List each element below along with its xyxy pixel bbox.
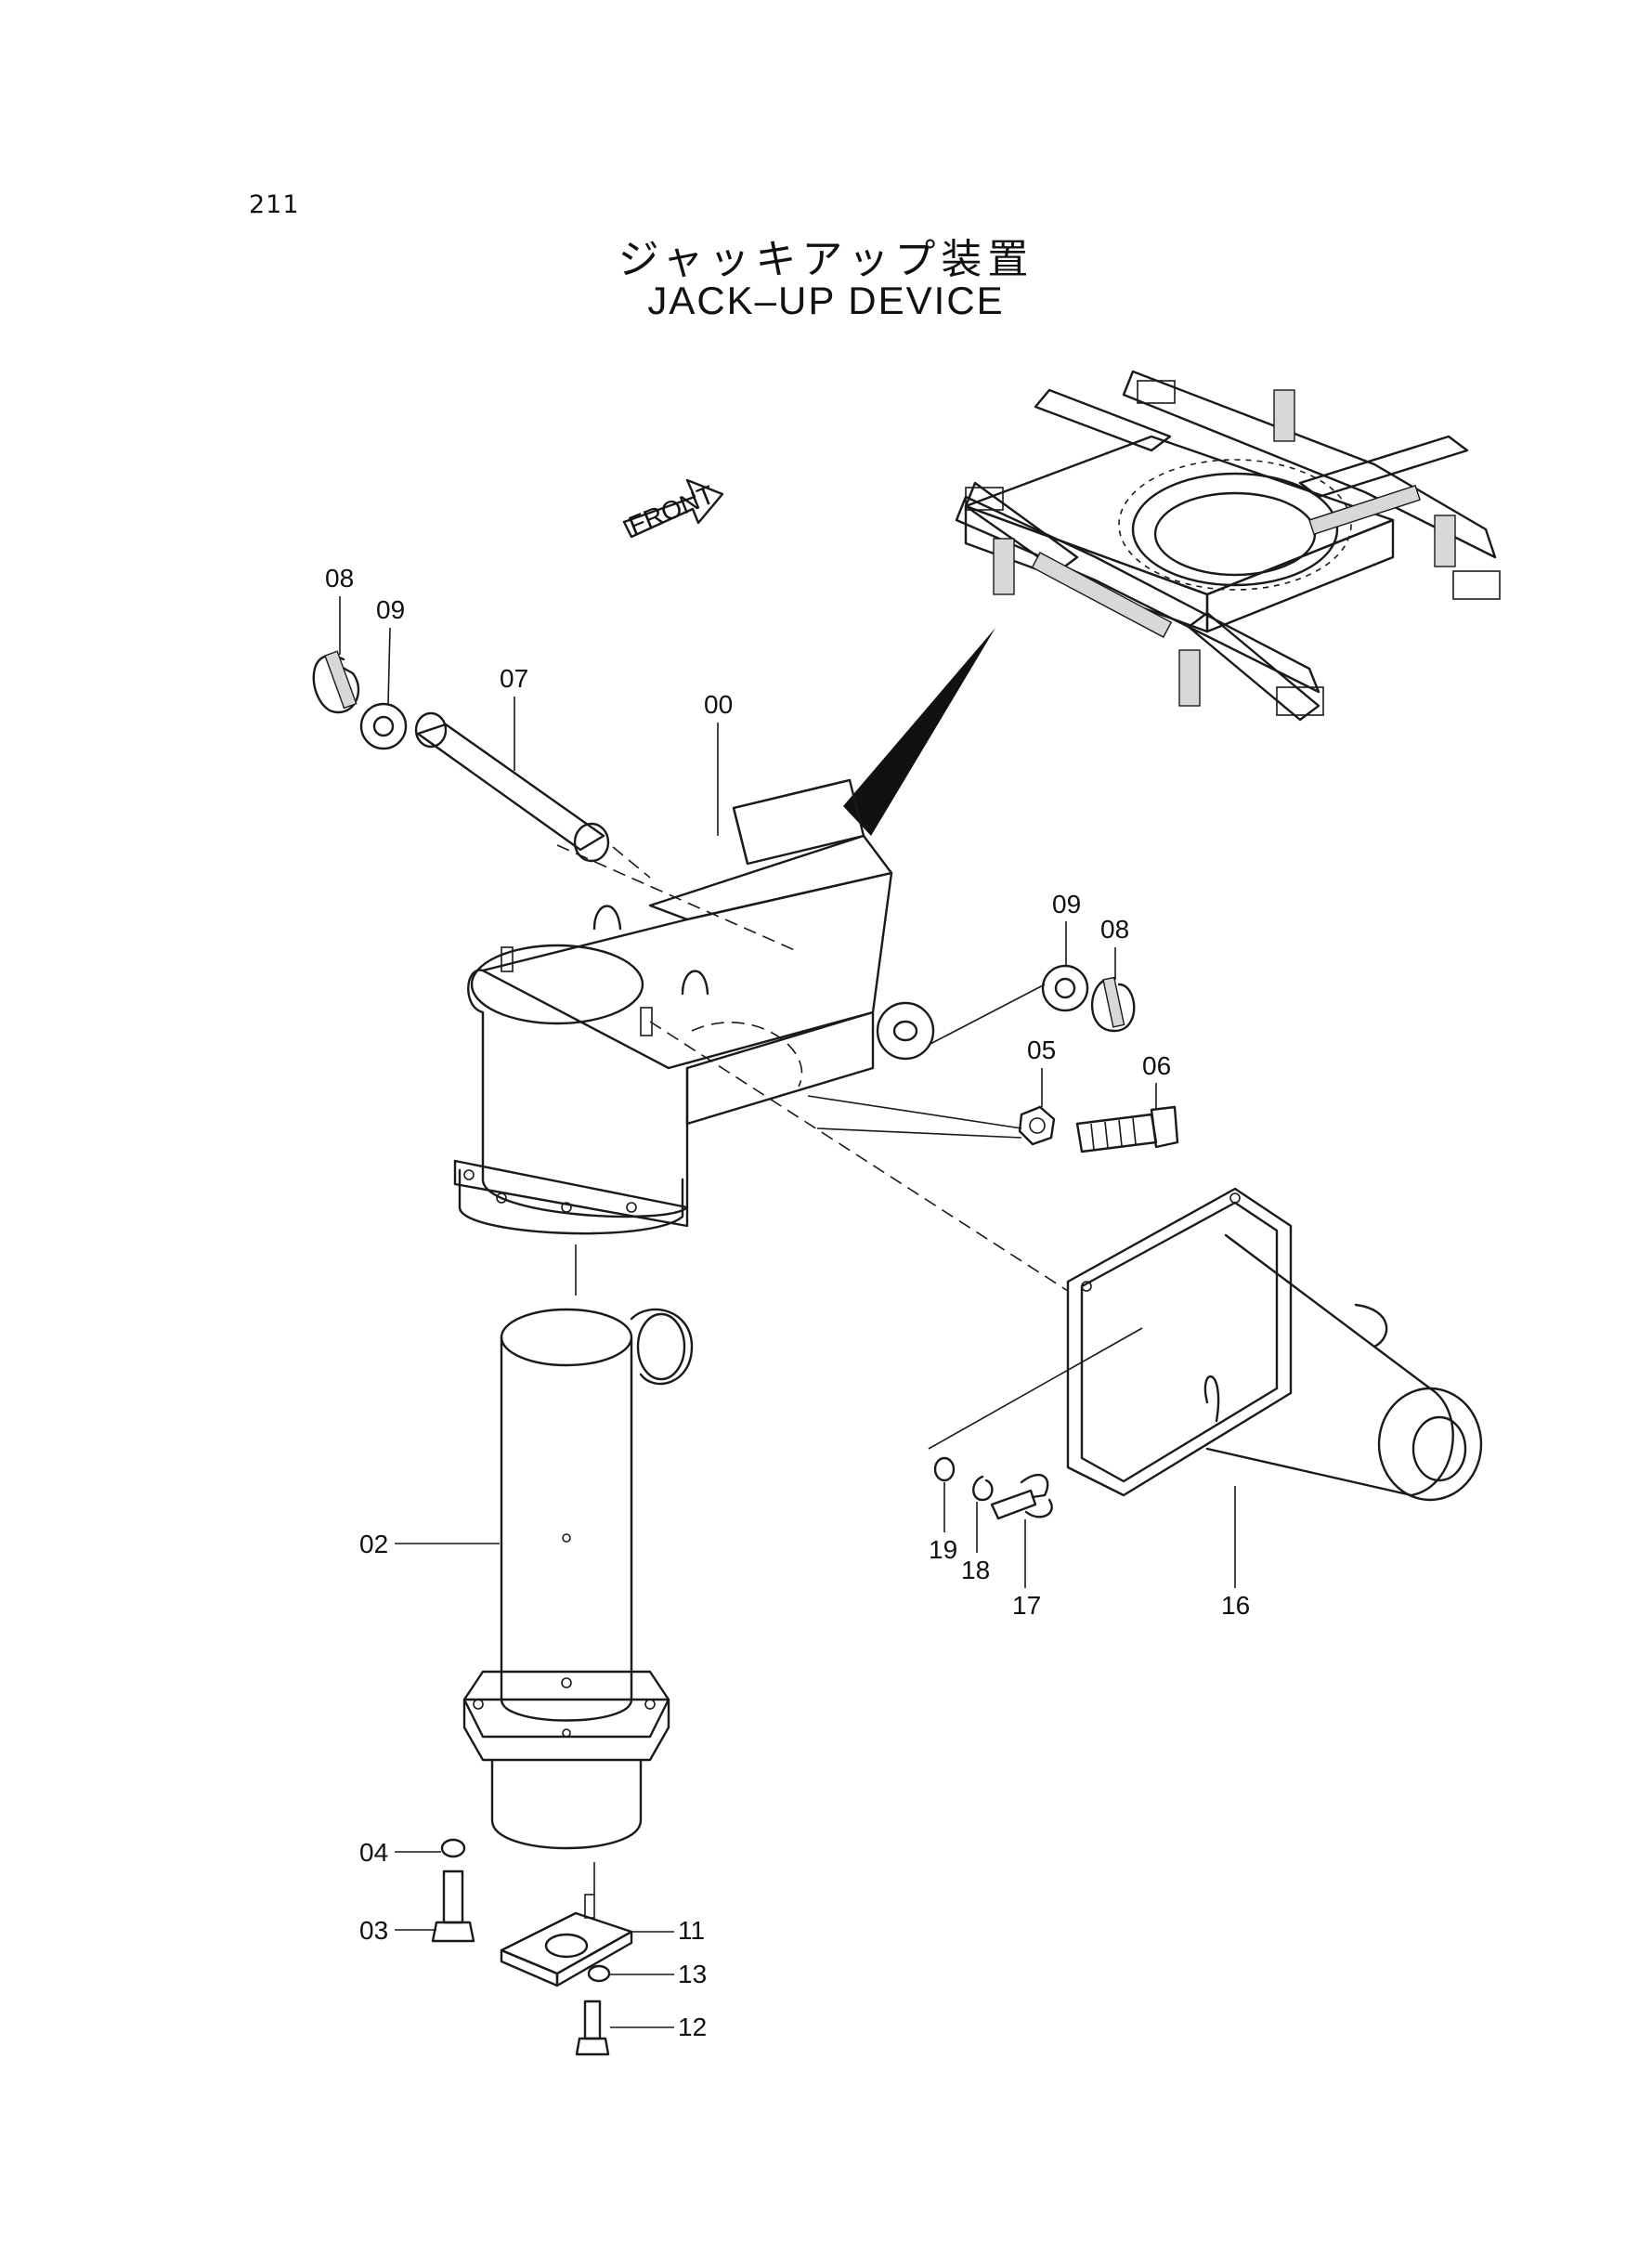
svg-text:08: 08 [1100,915,1129,944]
svg-text:08: 08 [325,564,354,593]
svg-text:04: 04 [359,1838,388,1867]
spring-washer-18-illustration [972,1475,994,1502]
svg-text:12: 12 [678,2013,707,2041]
diagram-title-english: JACK–UP DEVICE [647,279,1005,322]
bolt-03-illustration [431,1870,475,1943]
callout-17: 17 [1012,1519,1041,1620]
svg-text:03: 03 [359,1916,388,1945]
callout-04: 04 [359,1838,441,1867]
location-pointer [843,628,995,836]
clip-08-right-illustration [1091,976,1136,1033]
svg-text:17: 17 [1012,1591,1041,1620]
diagram-title-japanese: ジャッキアップ装置 [618,236,1034,283]
bolt-06-illustration [1075,1105,1179,1153]
callout-16: 16 [1221,1486,1250,1620]
callout-18: 18 [961,1502,990,1584]
bolt-12-illustration [575,2000,610,2056]
callout-09: 09 [376,595,405,705]
wing-bolt-17-illustration [990,1473,1053,1520]
callout-12: 12 [610,2013,707,2041]
svg-text:19: 19 [929,1535,957,1564]
svg-text:09: 09 [376,595,405,624]
svg-text:11: 11 [678,1916,705,1945]
svg-text:05: 05 [1027,1036,1056,1064]
jack-up-housing-illustration [453,778,935,1235]
cylinder-02-illustration [462,1308,694,1850]
callout-09-right: 09 [1052,890,1081,966]
svg-text:13: 13 [678,1960,707,1988]
callout-08-right: 08 [1100,915,1129,980]
svg-text:18: 18 [961,1556,990,1584]
svg-text:09: 09 [1052,890,1081,919]
nut-05-illustration [1018,1105,1056,1146]
svg-text:00: 00 [704,690,733,719]
svg-text:07: 07 [500,664,528,693]
callout-13: 13 [610,1960,707,1988]
washer-09-right-illustration [1041,964,1089,1012]
callout-00: 00 [704,690,733,836]
plate-11-illustration [500,1894,633,1987]
callout-07: 07 [500,664,528,771]
clip-08-left-illustration [312,650,360,714]
cover-16-illustration [1066,1187,1483,1502]
washer-04-illustration [440,1838,466,1858]
callout-08: 08 [325,564,354,655]
page-number: 211 [249,190,300,219]
callout-03: 03 [359,1916,436,1945]
front-arrow-label: FRONT [625,480,719,541]
callout-05: 05 [1027,1036,1056,1107]
washer-09-left-illustration [359,702,408,750]
callout-06: 06 [1142,1051,1171,1110]
assembly-lines [575,846,1143,1895]
front-arrow-icon: FRONT [622,478,724,541]
callout-11: 11 [631,1916,705,1945]
svg-text:02: 02 [359,1530,388,1558]
pin-07-illustration [414,711,610,863]
svg-text:06: 06 [1142,1051,1171,1080]
washer-13-illustration [587,1964,611,1983]
svg-text:16: 16 [1221,1591,1250,1620]
undercarriage-frame-illustration [955,370,1501,722]
washer-19-illustration [933,1456,956,1482]
callout-02: 02 [359,1530,500,1558]
callout-19: 19 [929,1482,957,1564]
